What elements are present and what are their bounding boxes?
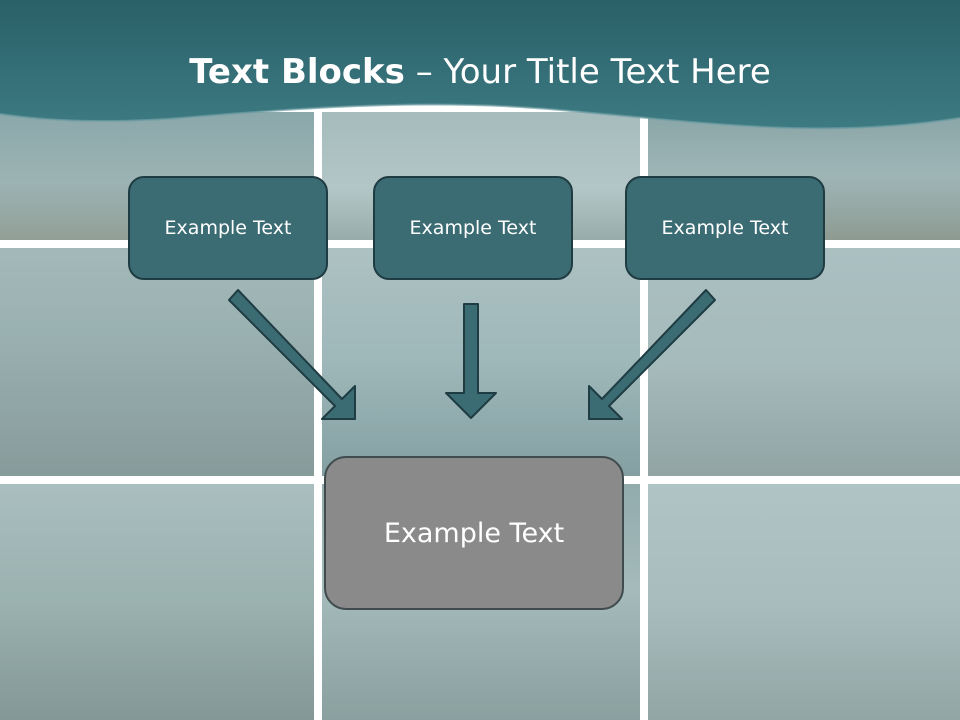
text-block-2-label: Example Text xyxy=(409,217,537,239)
kitchen-photo-6 xyxy=(648,248,960,476)
title-rest: – Your Title Text Here xyxy=(404,52,771,92)
target-block: Example Text xyxy=(324,456,624,610)
kitchen-photo-7 xyxy=(0,484,314,720)
slide-title: Text Blocks – Your Title Text Here xyxy=(0,52,960,92)
text-block-1-label: Example Text xyxy=(164,217,292,239)
kitchen-photo-9 xyxy=(648,484,960,720)
title-bold: Text Blocks xyxy=(189,52,405,92)
text-block-3-label: Example Text xyxy=(661,217,789,239)
kitchen-photo-5 xyxy=(322,248,640,476)
text-block-1: Example Text xyxy=(128,176,328,280)
target-block-label: Example Text xyxy=(383,517,565,549)
text-block-2: Example Text xyxy=(373,176,573,280)
header-band xyxy=(0,0,960,130)
kitchen-photo-4 xyxy=(0,248,314,476)
text-block-3: Example Text xyxy=(625,176,825,280)
